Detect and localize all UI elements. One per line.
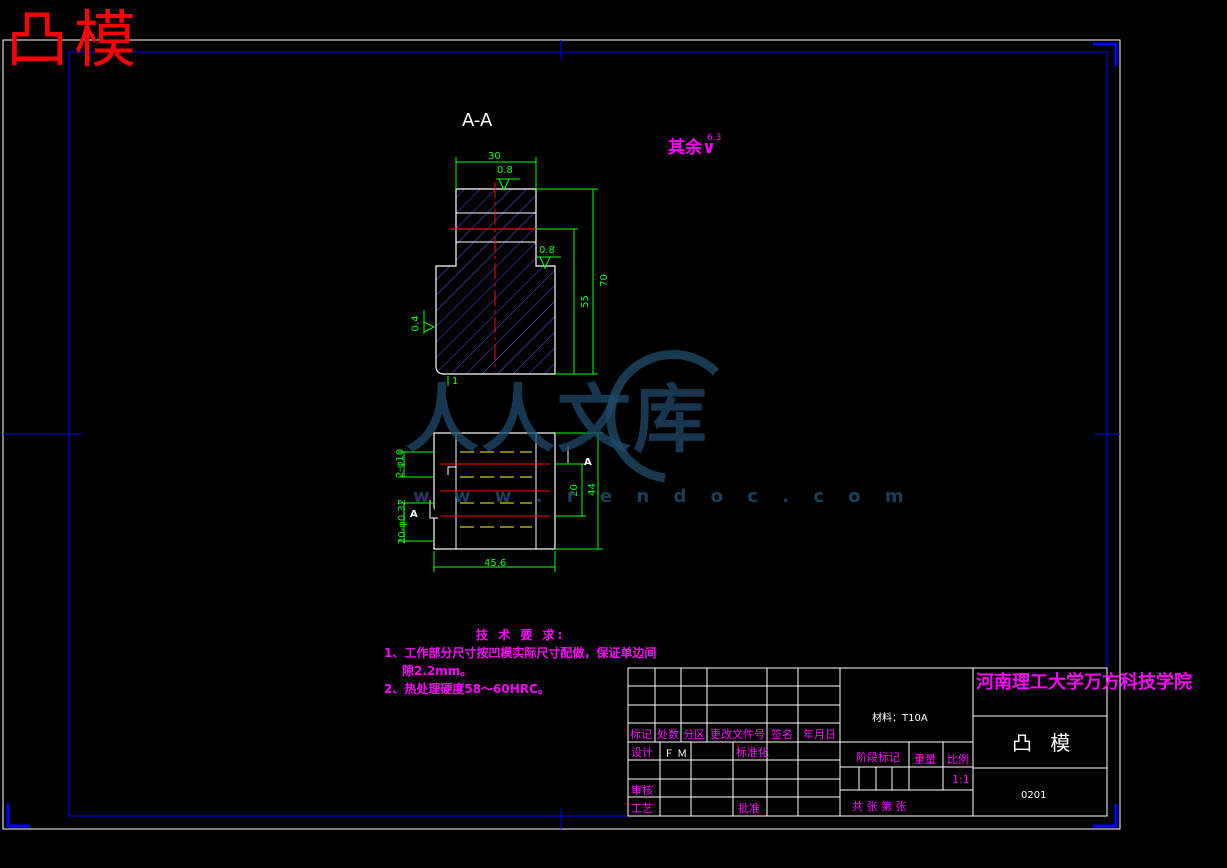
dim-total-height: 70 <box>598 274 610 287</box>
watermark-text: 人人文库 <box>405 377 709 463</box>
section-view <box>435 182 556 375</box>
scale-label: 比例 <box>947 753 969 766</box>
plan-view <box>429 432 580 550</box>
roughness-side: 0.4 <box>410 315 422 332</box>
dim-top-width: 30 <box>488 151 501 162</box>
view-marker-left: A <box>410 509 418 520</box>
watermark-emblem <box>606 350 720 483</box>
scale-value: 1:1 <box>952 773 970 786</box>
design-label: 设计 <box>631 746 653 759</box>
watermark-url: w w w . r e n d o c . c o m <box>413 486 913 507</box>
header-signature: 签名 <box>771 728 793 741</box>
tech-requirement-2: 2、热处理硬度58～60HRC。 <box>384 682 550 696</box>
view-marker-right: A <box>584 457 592 468</box>
review-label: 审核 <box>631 784 653 797</box>
sheets-label: 共 张 第 张 <box>852 800 907 813</box>
section-label: A-A <box>462 110 493 131</box>
dim-holes-lower: 20-φ0.32 <box>397 498 409 545</box>
header-change-doc: 更改文件号 <box>710 728 765 741</box>
roughness-top: 0.8 <box>497 165 513 176</box>
section-dimensions <box>423 157 598 386</box>
roughness-symbol-icon: ∨ <box>702 138 716 158</box>
header-zone: 分区 <box>683 728 705 741</box>
designer-name: Ｆ Ｍ <box>664 749 688 760</box>
roughness-note-text: 其余 <box>668 138 702 158</box>
tech-requirement-1: 1、工作部分尺寸按凹模实际尺寸配做，保证单边间 <box>384 646 657 660</box>
weight-label: 重量 <box>914 753 936 766</box>
drawing-title: 凸模 <box>6 3 143 76</box>
stage-mark-label: 阶段标记 <box>856 751 900 764</box>
material-label: 材料：T10A <box>872 713 928 724</box>
corner-marks <box>6 42 1118 828</box>
dim-width-bottom: 45.6 <box>484 558 507 569</box>
plan-dimensions <box>398 432 603 572</box>
roughness-note-value: 6.3 <box>707 133 722 143</box>
title-block <box>627 667 1108 817</box>
tech-requirement-1-cont: 隙2.2mm。 <box>402 664 473 678</box>
drawing-number: 0201 <box>1021 790 1047 801</box>
standardization-label: 标准化 <box>736 746 769 759</box>
tech-requirements-heading: 技 术 要 求: <box>476 628 566 642</box>
approve-label: 批准 <box>738 802 760 815</box>
section-body <box>435 188 556 375</box>
centering-marks <box>3 40 1120 829</box>
part-name: 凸 模 <box>1012 731 1077 755</box>
dim-body-height: 55 <box>579 295 591 308</box>
dim-small-step: 1 <box>452 376 459 387</box>
roughness-note: 其余∨ <box>668 133 716 158</box>
header-date: 年月日 <box>803 728 836 741</box>
school-name: 河南理工大学万方科技学院 <box>976 672 1192 693</box>
roughness-step: 0.8 <box>539 245 555 256</box>
header-count: 处数 <box>657 728 679 741</box>
process-label: 工艺 <box>631 802 653 815</box>
header-mark: 标记 <box>630 728 652 741</box>
